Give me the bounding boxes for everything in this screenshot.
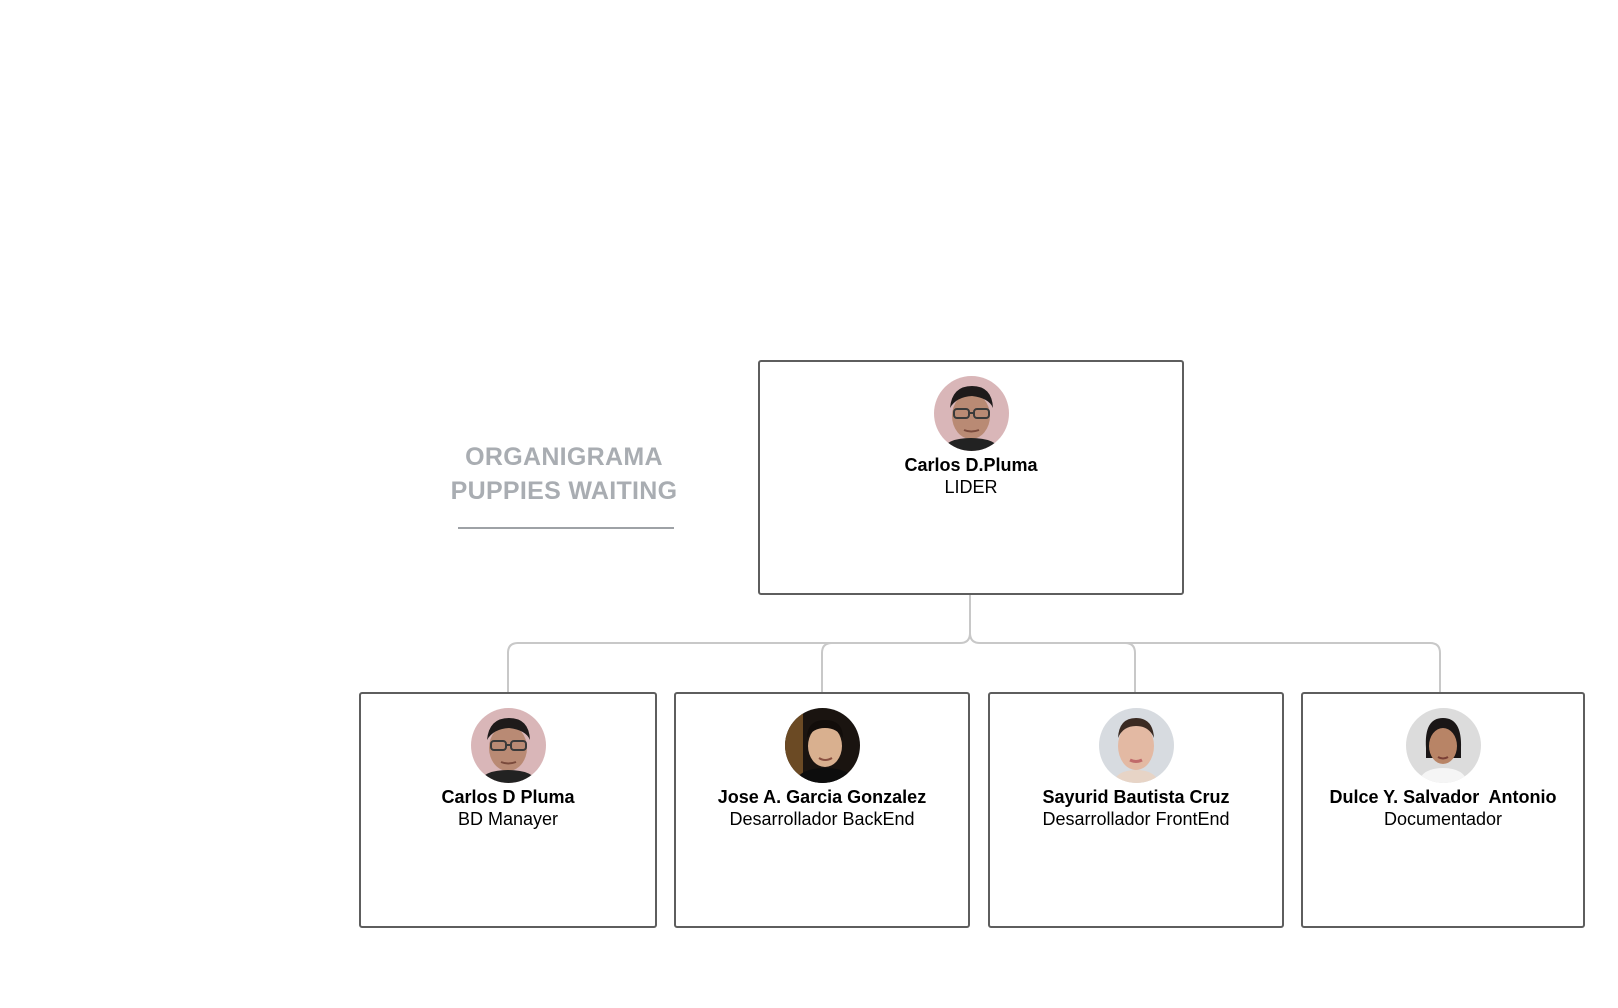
- member-role-3: Desarrollador FrontEnd: [1042, 809, 1230, 829]
- chart-title-line2: PUPPIES WAITING: [450, 477, 678, 505]
- glasses-man-photo-icon: [933, 376, 1009, 451]
- chart-title: ORGANIGRAMA PUPPIES WAITING: [440, 440, 688, 508]
- member-name-2: Jose A. Garcia Gonzalez: [717, 787, 927, 807]
- chart-title-line1: ORGANIGRAMA: [465, 443, 663, 471]
- connector-member-2: [821, 642, 833, 694]
- member-name-4: Dulce Y. Salvador Antonio: [1329, 787, 1557, 807]
- member-name-1: Carlos D Pluma: [441, 787, 575, 807]
- member-name-3: Sayurid Bautista Cruz: [1042, 787, 1230, 807]
- member-card-4[interactable]: Dulce Y. Salvador Antonio Documentador: [1301, 692, 1585, 928]
- young-man-photo-icon: [784, 708, 860, 783]
- member-avatar-4: [1405, 708, 1481, 783]
- member-avatar-2: [784, 708, 860, 783]
- woman-photo-icon: [1098, 708, 1174, 783]
- leader-card[interactable]: Carlos D.Pluma LIDER: [758, 360, 1184, 595]
- member-role-4: Documentador: [1383, 809, 1503, 829]
- member-card-1[interactable]: Carlos D Pluma BD Manayer: [359, 692, 657, 928]
- leader-role: LIDER: [944, 477, 998, 497]
- leader-name: Carlos D.Pluma: [904, 455, 1038, 475]
- glasses-man-photo-icon: [470, 708, 546, 783]
- member-role-2: Desarrollador BackEnd: [729, 809, 915, 829]
- member-card-2[interactable]: Jose A. Garcia Gonzalez Desarrollador Ba…: [674, 692, 970, 928]
- title-underline: [458, 527, 674, 529]
- connector-member-3: [1124, 642, 1136, 694]
- connector-trunk: [507, 595, 971, 694]
- connector-right-trunk: [969, 632, 1441, 694]
- leader-avatar: [933, 376, 1009, 451]
- member-avatar-1: [470, 708, 546, 783]
- member-avatar-3: [1098, 708, 1174, 783]
- member-card-3[interactable]: Sayurid Bautista Cruz Desarrollador Fron…: [988, 692, 1284, 928]
- member-role-1: BD Manayer: [457, 809, 559, 829]
- woman-dark-hair-photo-icon: [1405, 708, 1481, 783]
